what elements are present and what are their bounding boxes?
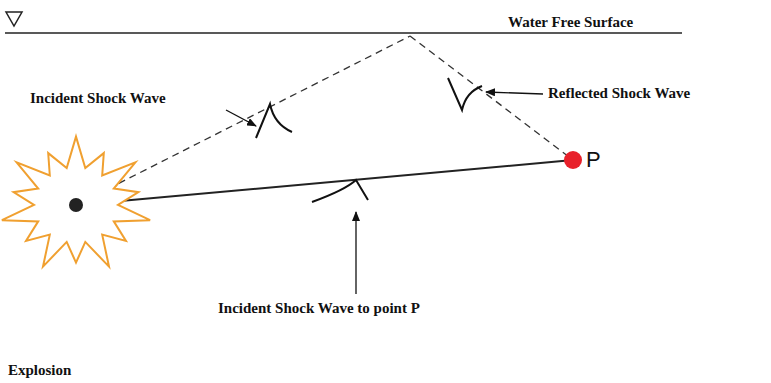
point-marker — [564, 151, 582, 169]
explosion-burst — [2, 137, 150, 267]
wave-pulse — [448, 78, 482, 110]
direct-path — [76, 160, 573, 205]
wave-pulse — [256, 104, 292, 138]
explosion-symbol — [2, 137, 150, 267]
leader-arrow — [486, 92, 543, 94]
source-label: Explosion — [8, 362, 71, 379]
surface-label: Water Free Surface — [508, 14, 633, 31]
wave-label: Reflected Shock Wave — [548, 85, 690, 102]
wave-pulse — [312, 180, 368, 202]
wave-label: Incident Shock Wave — [30, 90, 166, 107]
surface-symbol — [6, 12, 22, 26]
leader-arrow — [226, 110, 256, 126]
charge-dot — [69, 198, 83, 212]
wave-label: Incident Shock Wave to point P — [218, 300, 420, 317]
leader-arrow — [355, 212, 356, 294]
water-surface — [5, 32, 682, 34]
point-label: P — [586, 148, 601, 172]
